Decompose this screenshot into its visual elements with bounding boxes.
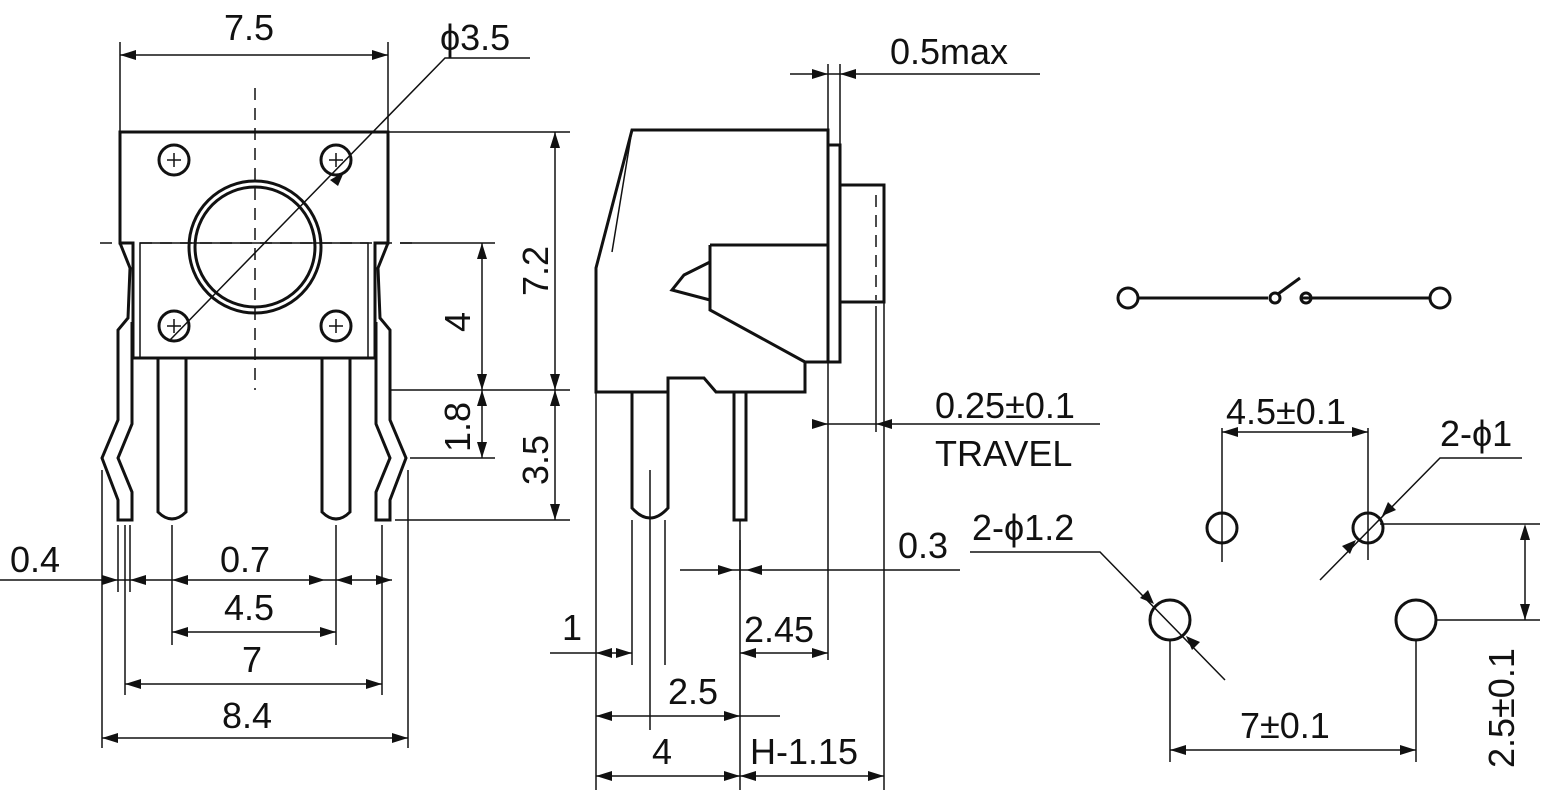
front-view: 7.5 ϕ3.5 7.2 4 1.8 3.5 0.4 0.7 4.5 7 8.4	[0, 7, 570, 748]
dim-3-5: 3.5	[515, 435, 556, 485]
dim-spacing-bottom: 7±0.1	[1240, 705, 1330, 746]
dim-2-45: 2.45	[744, 609, 814, 650]
dim-2-5: 2.5	[668, 671, 718, 712]
dim-knob-diameter: ϕ3.5	[440, 17, 510, 58]
dim-height-total: 7.2	[515, 246, 556, 296]
switch-symbol	[1116, 276, 1452, 310]
dim-pin-width-2: 0.7	[220, 539, 270, 580]
dim-h: H-1.15	[750, 731, 858, 772]
dim-1-8: 1.8	[437, 402, 478, 452]
dim-travel-value: 0.25±0.1	[935, 385, 1075, 426]
dim-1: 1	[562, 607, 582, 648]
mount-circle-tr	[319, 143, 353, 177]
pcb-layout: 4.5±0.1 2-ϕ1 2-ϕ1.2 7±0.1 2.5±0.1	[970, 391, 1540, 768]
dim-pin-thickness: 0.3	[898, 525, 948, 566]
dim-spacing-vertical: 2.5±0.1	[1481, 648, 1522, 768]
dim-outer-pin-spacing: 7	[242, 639, 262, 680]
dim-pin-width: 0.4	[10, 539, 60, 580]
dim-spacing-top: 4.5±0.1	[1226, 391, 1346, 432]
dim-protrusion-max: 0.5max	[890, 31, 1008, 72]
mount-circle-tl	[157, 143, 191, 177]
dim-width-top: 7.5	[224, 7, 274, 48]
dim-overall-width: 8.4	[222, 695, 272, 736]
hole-large-right	[1394, 598, 1438, 642]
hole-large-left	[1148, 598, 1192, 642]
mount-circle-br	[319, 309, 353, 343]
dim-pin-spacing: 4.5	[224, 587, 274, 628]
dim-hole-large: 2-ϕ1.2	[972, 507, 1074, 548]
dim-travel-label: TRAVEL	[935, 433, 1072, 474]
dim-hole-small: 2-ϕ1	[1440, 413, 1512, 454]
side-view: 0.5max 0.25±0.1 TRAVEL 0.3 1 2.45 2.5 4 …	[550, 31, 1100, 790]
mount-circle-bl	[157, 309, 191, 343]
dim-4: 4	[652, 731, 672, 772]
dim-height-body: 4	[437, 312, 478, 332]
